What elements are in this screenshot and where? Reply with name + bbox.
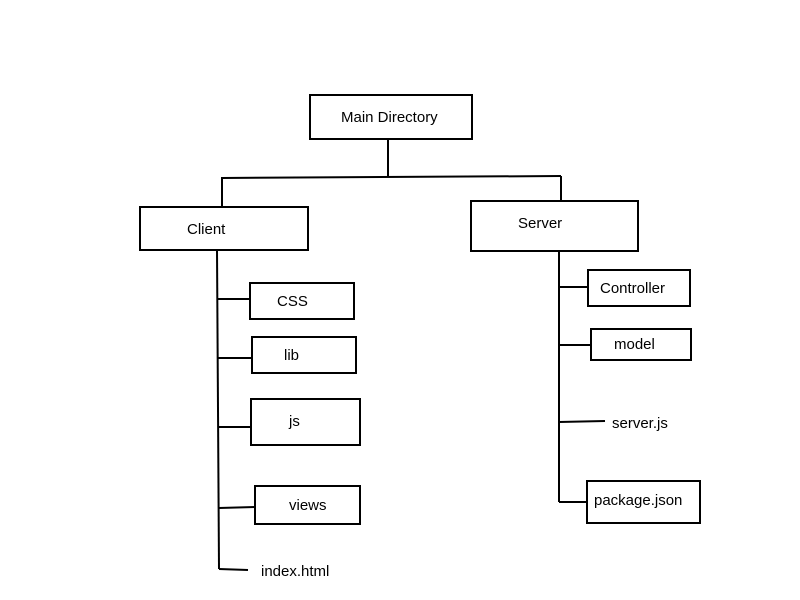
server-item-controller: Controller xyxy=(587,269,691,307)
server-item-label: server.js xyxy=(612,415,668,432)
server-item-label: model xyxy=(614,336,655,353)
client-item-label: index.html xyxy=(261,563,330,580)
server-item-package-json: package.json xyxy=(586,480,701,524)
client-tick-views xyxy=(218,506,256,509)
client-item-views: views xyxy=(254,485,361,525)
top-branch-bar xyxy=(221,175,562,179)
server-label: Server xyxy=(518,214,563,232)
client-item-label: views xyxy=(289,496,327,514)
client-item-lib: lib xyxy=(251,336,357,374)
main-directory-node: Main Directory xyxy=(309,94,473,140)
server-item-server-js: server.js xyxy=(612,416,668,431)
client-item-label: lib xyxy=(284,346,300,364)
server-item-model: model xyxy=(590,328,692,361)
client-node: Client xyxy=(139,206,309,251)
client-item-index-html: index.html xyxy=(261,564,329,579)
server-tick-serverjs xyxy=(558,420,606,423)
client-trunk xyxy=(216,249,220,570)
client-item-label: CSS xyxy=(277,292,308,310)
server-item-label: package.json xyxy=(594,492,683,509)
client-item-label: js xyxy=(289,413,300,430)
server-item-label: Controller xyxy=(600,279,666,297)
client-label: Client xyxy=(187,221,226,238)
client-tick-index xyxy=(218,568,249,571)
client-item-css: CSS xyxy=(249,282,355,320)
client-item-js: js xyxy=(250,398,361,446)
server-node: Server xyxy=(470,200,639,252)
main-directory-label: Main Directory xyxy=(341,108,438,126)
